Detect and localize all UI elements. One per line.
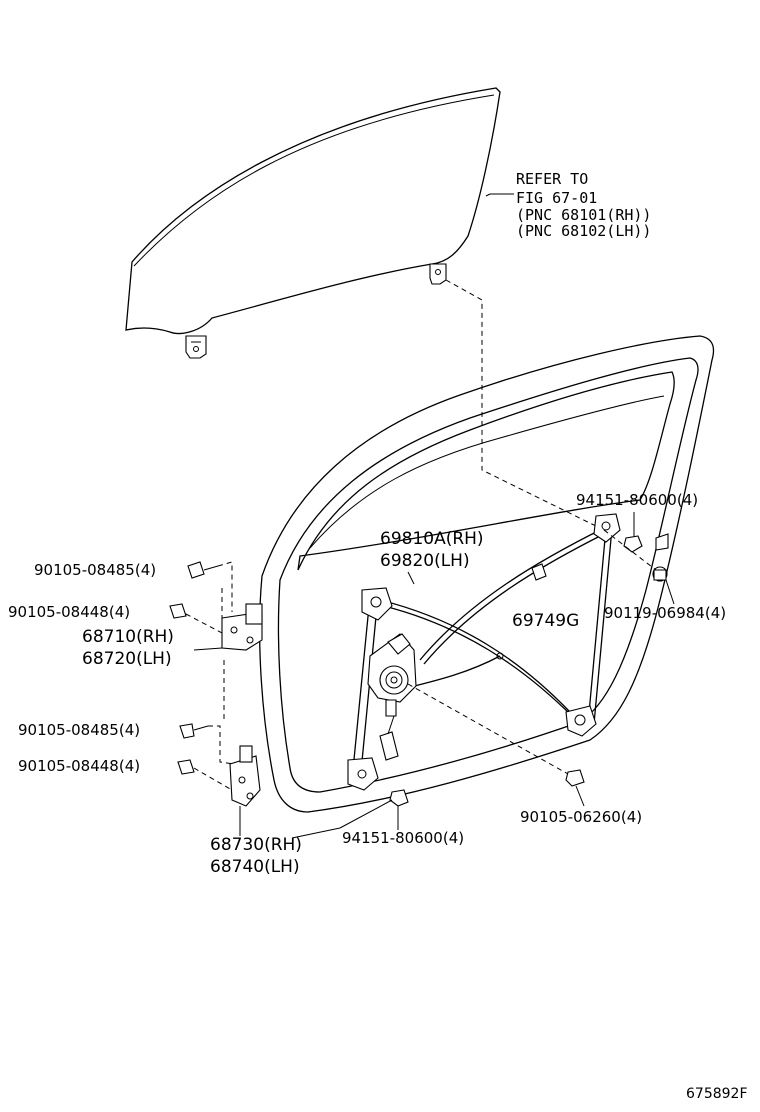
- glass-bracket-front: [185, 335, 207, 359]
- door-glass: [125, 87, 501, 335]
- label-bolt-90119-06984: 90119-06984(4): [604, 604, 726, 622]
- refer-line-4: (PNC 68102(LH)): [516, 222, 651, 240]
- bolt-90105-08448-upper: [169, 603, 225, 635]
- label-bolt-90105-08485-a: 90105-08485(4): [34, 561, 156, 579]
- label-hinge-upper-rh: 68710(RH): [82, 627, 174, 647]
- glass-bracket-rear: [429, 263, 447, 285]
- bolt-90105-08485-upper: [187, 561, 233, 612]
- label-regulator-lh: 69820(LH): [380, 551, 470, 571]
- nut-94151-80600-upper: [623, 512, 643, 553]
- hinge-guide-dash: [221, 588, 225, 720]
- label-hinge-lower-rh: 68730(RH): [210, 835, 302, 855]
- clip-69749g: [531, 563, 547, 581]
- bolt-90105-06260: [407, 683, 585, 807]
- door-panel: [258, 335, 715, 813]
- refer-line-2: FIG 67-01: [516, 189, 597, 207]
- refer-line-3: (PNC 68101(RH)): [516, 206, 651, 224]
- regulator-motor: [367, 633, 417, 717]
- label-bolt-90105-08448-a: 90105-08448(4): [8, 603, 130, 621]
- bolt-90105-08448-lower: [177, 759, 233, 791]
- refer-line-1: REFER TO: [516, 170, 588, 188]
- label-bolt-90105-08485-b: 90105-08485(4): [18, 721, 140, 739]
- label-hinge-upper-lh: 68720(LH): [82, 649, 172, 669]
- upper-hinge: [193, 603, 263, 651]
- illustration-id: 675892F: [686, 1086, 748, 1102]
- label-nut-94151-80600-b: 94151-80600(4): [342, 829, 464, 847]
- label-bolt-90105-06260: 90105-06260(4): [520, 808, 642, 826]
- label-clip-69749g: 69749G: [512, 611, 579, 631]
- bolt-90119-06984: [603, 529, 675, 605]
- rear-panel-bracket: [655, 533, 669, 551]
- lower-hinge: [229, 745, 261, 836]
- label-nut-94151-80600-a: 94151-80600(4): [576, 491, 698, 509]
- label-regulator-rh: 69810A(RH): [380, 529, 484, 549]
- label-bolt-90105-08448-b: 90105-08448(4): [18, 757, 140, 775]
- label-hinge-lower-lh: 68740(LH): [210, 857, 300, 877]
- nut-94151-80600-lower: [389, 789, 409, 830]
- glass-to-regulator-dash: [445, 279, 605, 531]
- bolt-90105-08485-lower: [179, 723, 235, 765]
- window-regulator: [347, 513, 621, 791]
